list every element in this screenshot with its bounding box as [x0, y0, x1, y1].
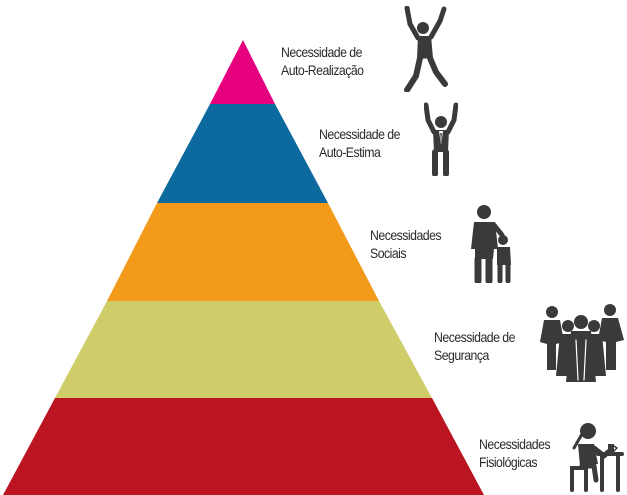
label-physiological: Necessidades Fisiológicas	[479, 435, 551, 471]
label-safety: Necessidade de Segurança	[434, 328, 515, 364]
pyramid-level-physiological	[3, 398, 484, 495]
pyramid-level-esteem	[157, 104, 328, 203]
group-of-people-icon	[538, 300, 626, 384]
jumping-person-icon	[404, 6, 448, 92]
label-esteem: Necessidade de Auto-Estima	[319, 125, 400, 161]
label-social-line2: Sociais	[370, 245, 407, 261]
label-esteem-line2: Auto-Estima	[319, 144, 381, 160]
label-safety-line2: Segurança	[434, 347, 489, 363]
label-physiological-line2: Fisiológicas	[479, 454, 538, 470]
pyramid-level-self-actualization	[210, 40, 275, 104]
victory-businessman-icon	[424, 100, 458, 176]
label-safety-line1: Necessidade de	[434, 329, 515, 345]
label-esteem-line1: Necessidade de	[319, 126, 400, 142]
label-self-actualization-line1: Necessidade de	[281, 44, 362, 60]
parent-child-icon	[469, 203, 513, 283]
pyramid-level-safety	[55, 301, 432, 398]
label-social-line1: Necessidades	[370, 227, 442, 243]
label-self-actualization: Necessidade de Auto-Realização	[281, 43, 364, 79]
person-eating-icon	[568, 420, 626, 492]
label-social: Necessidades Sociais	[370, 226, 442, 262]
label-physiological-line1: Necessidades	[479, 436, 551, 452]
pyramid-level-social	[107, 203, 379, 301]
label-self-actualization-line2: Auto-Realização	[281, 62, 364, 78]
